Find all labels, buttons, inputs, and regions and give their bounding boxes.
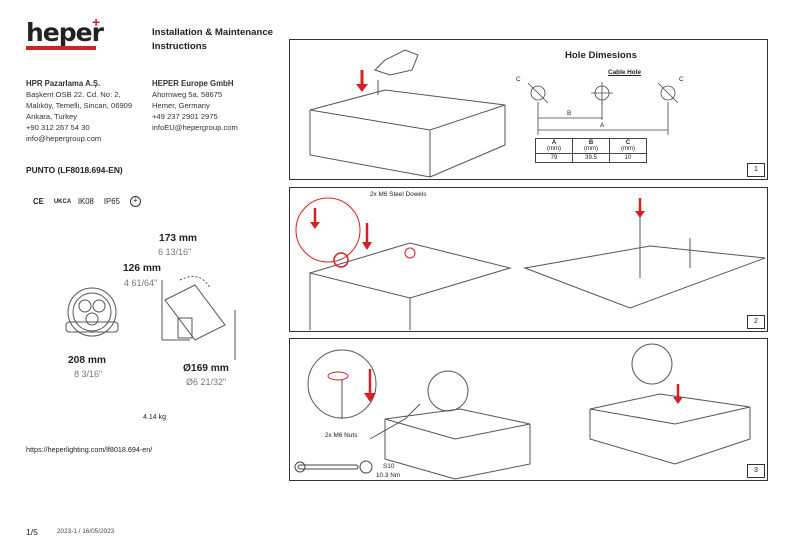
dimension-169: Ø169 mm (183, 363, 229, 374)
step-2-panel: 2x M6 Steel Dowels 2 (289, 187, 768, 332)
product-weight: 4.14 kg (143, 414, 166, 421)
address-line: Hemer, Germany (152, 101, 210, 110)
page-number: 1/5 (26, 527, 38, 537)
torque-value: 10.3 Nm (376, 472, 401, 479)
company-name: HPR Pazarlama A.Ş. (26, 79, 101, 88)
logo-plus-icon: + (92, 14, 101, 30)
step-1-panel: Hole Dimesions Cable Hole C C B A A(mm) … (289, 39, 768, 180)
dimension-173-inch: 6 13/16" (158, 247, 192, 257)
dimension-173: 173 mm (159, 233, 197, 244)
letter-a: A (600, 122, 605, 129)
address-line: Ankara, Turkey (26, 112, 78, 121)
product-drawing (65, 275, 236, 360)
ik-rating: IK08 (77, 197, 94, 206)
step-number: 2 (747, 315, 765, 329)
table-cell-b: 39.5 (572, 153, 610, 163)
address-line: Ahornweg 5a, 58675 (152, 90, 223, 99)
address-turkey: HPR Pazarlama A.Ş. Başkent OSB 22. Cd. N… (26, 78, 146, 144)
letter-c-right: C (679, 76, 684, 83)
dimension-208: 208 mm (68, 355, 106, 366)
email[interactable]: info@hepergroup.com (26, 134, 102, 143)
company-name: HEPER Europe GmbH (152, 79, 234, 88)
table-cell-a: 79 (535, 153, 573, 163)
step-2-illustration (295, 197, 766, 330)
address-germany: HEPER Europe GmbH Ahornweg 5a, 58675 Hem… (152, 78, 272, 133)
heper-logo: heper (26, 18, 104, 47)
step-number: 1 (747, 163, 765, 177)
dimension-126-inch: 4 61/64" (124, 278, 158, 288)
table-header-c: C(mm) (609, 138, 647, 154)
phone: +49 237 2901 2975 (152, 112, 218, 121)
cable-hole-label: Cable Hole (608, 69, 642, 76)
step-1-illustration (309, 49, 679, 178)
wrench-size: S10 (383, 463, 395, 470)
ip-rating: IP65 (103, 197, 120, 206)
table-row: 79 39.5 10 (535, 153, 647, 163)
step-3-illustration (294, 343, 751, 480)
address-line: Başkent OSB 22. Cd. No: 2, (26, 90, 121, 99)
table-header-b: B(mm) (572, 138, 610, 154)
side-view (161, 275, 236, 360)
revision-date: 2023-1 / 16/05/2023 (57, 528, 115, 535)
dowels-label: 2x M6 Steel Dowels (370, 191, 427, 198)
table-header-row: A(mm) B(mm) C(mm) (535, 138, 647, 154)
certification-row: CE UKCA IK08 IP65 ⏚ (33, 196, 141, 207)
dimension-126: 126 mm (123, 263, 161, 274)
table-header-a: A(mm) (535, 138, 573, 154)
step-number: 3 (747, 464, 765, 478)
nuts-label: 2x M6 Nuts (325, 432, 358, 439)
hole-dimensions-heading: Hole Dimesions (565, 50, 637, 61)
address-line: Malıköy, Temelli, Sincan, 06909 (26, 101, 133, 110)
product-url[interactable]: https://heperlighting.com/lf8018.694-en/ (26, 445, 153, 454)
ground-icon: ⏚ (129, 196, 141, 207)
ce-mark: CE (33, 197, 44, 206)
step-3-panel: 2x M6 Nuts S10 10.3 Nm 3 (289, 338, 768, 481)
phone: +90 312 267 54 30 (26, 123, 90, 132)
letter-c-left: C (516, 76, 521, 83)
email[interactable]: infoEU@hepergroup.com (152, 123, 238, 132)
product-name: PUNTO (LF8018.694-EN) (26, 165, 123, 175)
front-view (65, 287, 119, 337)
dimension-169-inch: Ø6 21/32" (186, 377, 227, 387)
ukca-mark: UKCA (53, 198, 72, 205)
dimension-208-inch: 8 3/16" (74, 369, 103, 379)
document-title: Installation & Maintenance Instructions (152, 27, 274, 52)
hole-dimensions-table: A(mm) B(mm) C(mm) 79 39.5 10 (535, 138, 647, 163)
table-cell-c: 10 (609, 153, 647, 163)
logo-underline (26, 46, 96, 50)
letter-b: B (567, 110, 572, 117)
